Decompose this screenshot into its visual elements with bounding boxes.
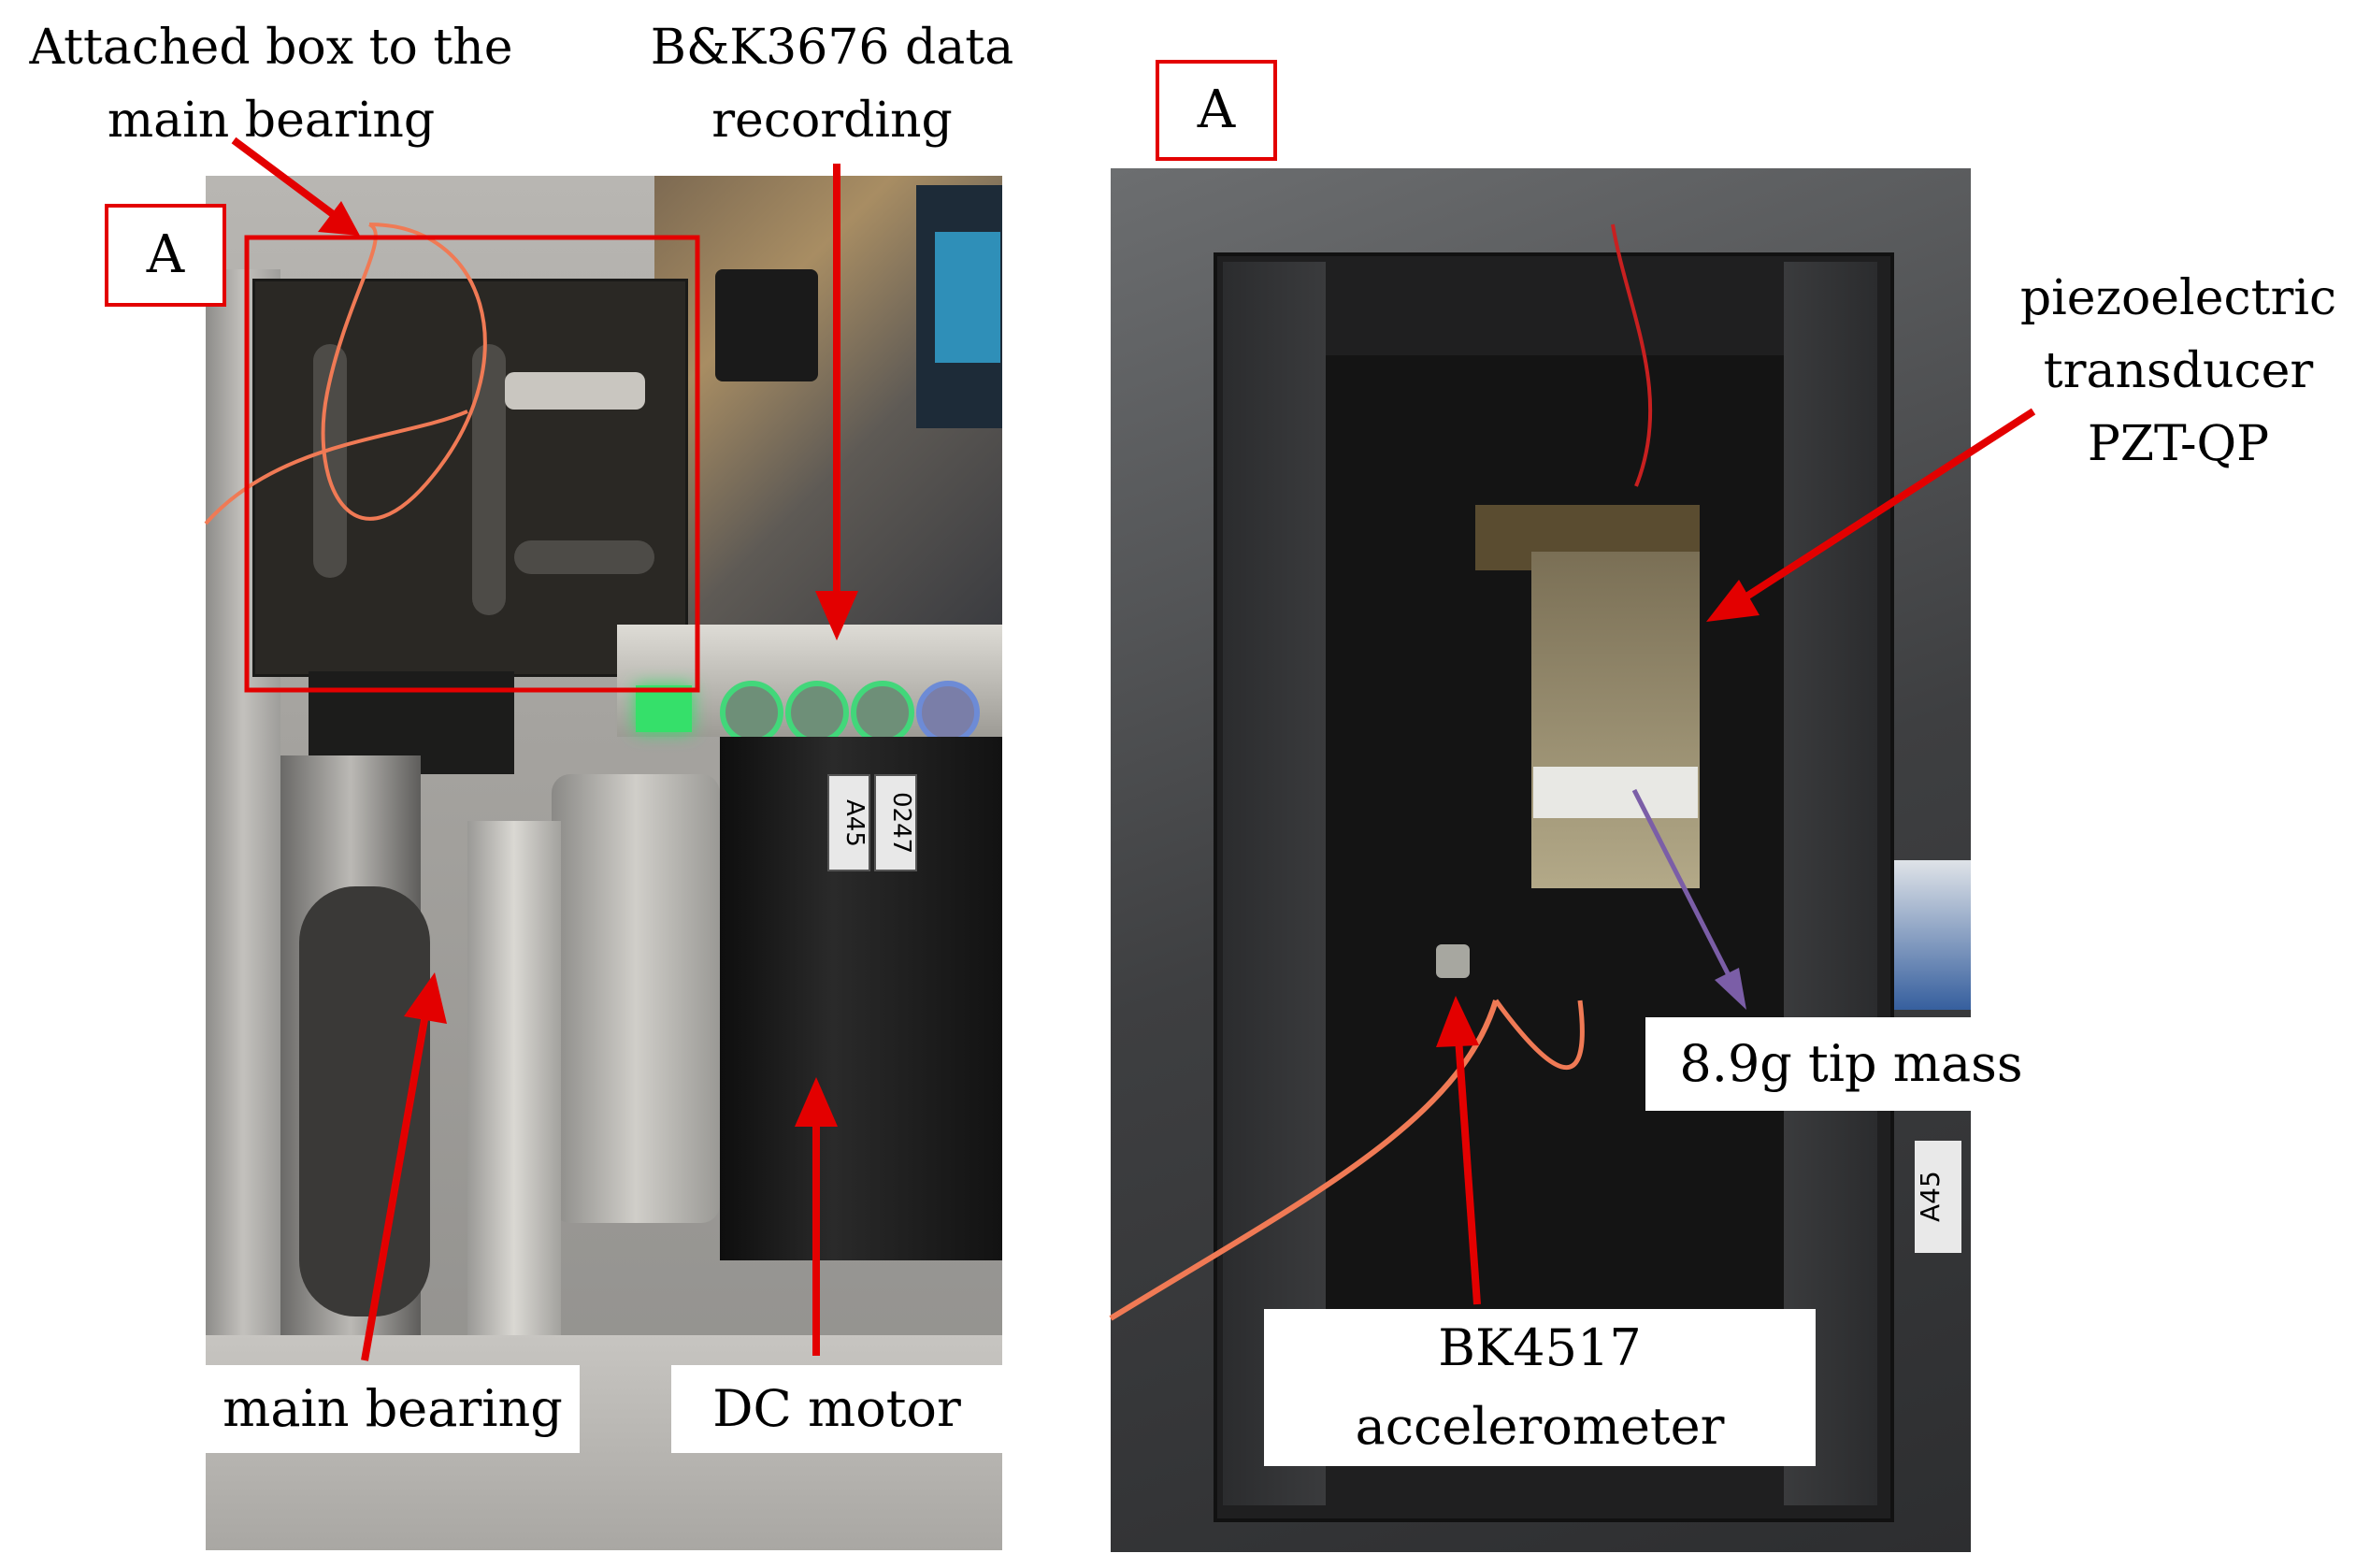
label-attached-box: Attached box to the main bearing bbox=[9, 11, 533, 157]
label-accelerometer-line1: BK4517 bbox=[1438, 1318, 1642, 1377]
label-attached-box-line2: main bearing bbox=[107, 93, 436, 149]
motor-sticker-0247: 0247 bbox=[874, 774, 917, 871]
arrow-attached-box bbox=[231, 137, 360, 236]
box-wall-right bbox=[1784, 262, 1877, 1505]
motor-flange bbox=[552, 774, 720, 1223]
orange-wire-left bbox=[321, 223, 487, 521]
black-cable-block bbox=[715, 269, 818, 381]
tip-mass-block bbox=[1533, 767, 1698, 818]
left-photo: A45 0247 bbox=[206, 176, 1002, 1550]
box-window bbox=[505, 372, 645, 410]
red-wire-right bbox=[1611, 223, 1653, 487]
orange-wire-right-loop bbox=[1493, 999, 1585, 1071]
region-marker-right: A bbox=[1156, 60, 1277, 161]
label-daq-line1: B&K3676 data bbox=[650, 20, 1014, 76]
label-transducer: piezoelectric transducer PZT-QP bbox=[1987, 262, 2370, 481]
monitor-display bbox=[935, 232, 1000, 363]
box-wall-left bbox=[1223, 262, 1326, 1505]
box-slot-bottom bbox=[514, 540, 654, 574]
label-dc-motor: DC motor bbox=[671, 1365, 1002, 1453]
daq-connector-1 bbox=[720, 681, 783, 744]
arrow-main-bearing bbox=[361, 972, 447, 1361]
label-transducer-line2: transducer bbox=[2043, 343, 2314, 399]
label-daq-line2: recording bbox=[711, 93, 953, 149]
label-transducer-line1: piezoelectric bbox=[2019, 270, 2337, 326]
label-attached-box-line1: Attached box to the bbox=[29, 20, 513, 76]
daq-green-led bbox=[636, 685, 692, 732]
label-accelerometer-line2: accelerometer bbox=[1355, 1397, 1725, 1456]
arrow-accelerometer bbox=[1436, 996, 1481, 1305]
arrow-daq bbox=[815, 164, 858, 640]
arrow-tip-mass bbox=[1631, 788, 1746, 1010]
piezo-transducer bbox=[1531, 552, 1700, 888]
region-marker-left: A bbox=[105, 204, 226, 307]
highlight-box-a bbox=[244, 235, 700, 693]
label-accelerometer: BK4517 accelerometer bbox=[1264, 1309, 1816, 1466]
accelerometer-sensor bbox=[1436, 944, 1470, 978]
orange-wire-left-lower bbox=[204, 410, 468, 525]
label-transducer-line3: PZT-QP bbox=[2087, 416, 2270, 472]
label-daq: B&K3676 data recording bbox=[617, 11, 1047, 157]
motor-sticker-a45: A45 bbox=[827, 774, 870, 871]
arrow-transducer bbox=[1706, 408, 2036, 622]
label-main-bearing: main bearing bbox=[206, 1365, 580, 1453]
arrow-dc-motor bbox=[795, 1077, 838, 1356]
orange-wire-right bbox=[1109, 1000, 1499, 1321]
label-tip-mass: 8.9g tip mass bbox=[1645, 1017, 2057, 1111]
